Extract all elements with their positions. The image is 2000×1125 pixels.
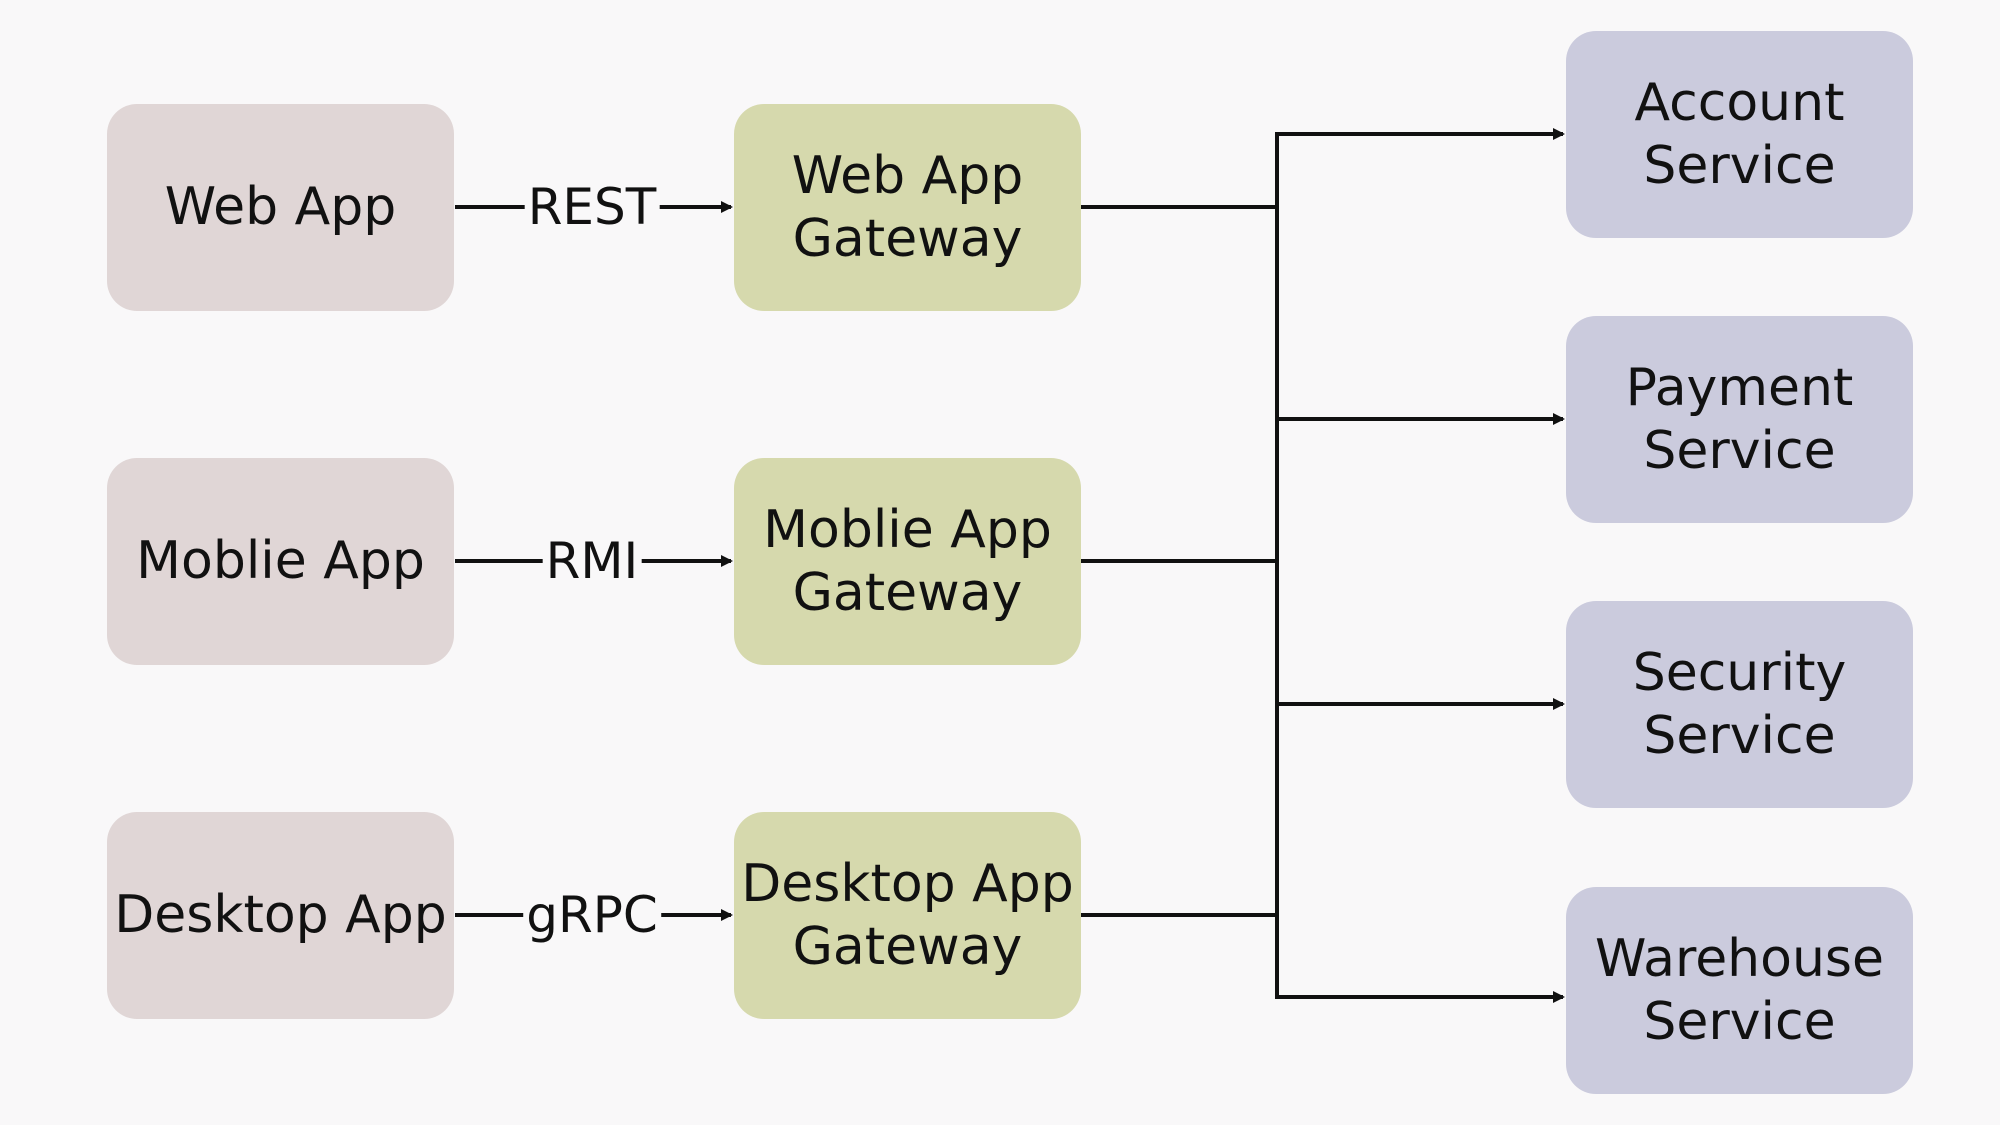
gateway-node-mobile-app: Moblie App Gateway xyxy=(734,458,1081,665)
service-node-account: Account Service xyxy=(1566,31,1913,238)
service-label-line1: Security xyxy=(1632,642,1847,703)
gateway-label-line1: Desktop App xyxy=(741,853,1074,914)
gateway-label-line2: Gateway xyxy=(792,916,1023,977)
service-label-line1: Warehouse xyxy=(1595,928,1884,989)
client-label: Moblie App xyxy=(136,531,425,591)
service-label-line1: Payment xyxy=(1625,357,1854,418)
gateway-label-line1: Moblie App xyxy=(763,499,1052,560)
protocol-label-rest: REST xyxy=(524,179,660,235)
client-node-desktop-app: Desktop App xyxy=(107,812,454,1019)
service-node-warehouse: Warehouse Service xyxy=(1566,887,1913,1094)
client-label: Desktop App xyxy=(114,885,447,945)
gateway-node-desktop-app: Desktop App Gateway xyxy=(734,812,1081,1019)
gateway-label-line2: Gateway xyxy=(792,208,1023,269)
service-label-line2: Service xyxy=(1643,705,1836,766)
gateway-label-line2: Gateway xyxy=(792,562,1023,623)
client-node-web-app: Web App xyxy=(107,104,454,311)
client-node-mobile-app: Moblie App xyxy=(107,458,454,665)
service-label-line2: Service xyxy=(1643,991,1836,1052)
protocol-label-grpc: gRPC xyxy=(523,887,661,943)
service-label-line2: Service xyxy=(1643,420,1836,481)
gateway-node-web-app: Web App Gateway xyxy=(734,104,1081,311)
service-node-payment: Payment Service xyxy=(1566,316,1913,523)
gateway-label-line1: Web App xyxy=(791,145,1024,206)
service-label-line2: Service xyxy=(1643,135,1836,196)
client-label: Web App xyxy=(164,177,397,237)
protocol-label-rmi: RMI xyxy=(542,533,642,589)
service-node-security: Security Service xyxy=(1566,601,1913,808)
service-label-line1: Account xyxy=(1634,72,1845,133)
